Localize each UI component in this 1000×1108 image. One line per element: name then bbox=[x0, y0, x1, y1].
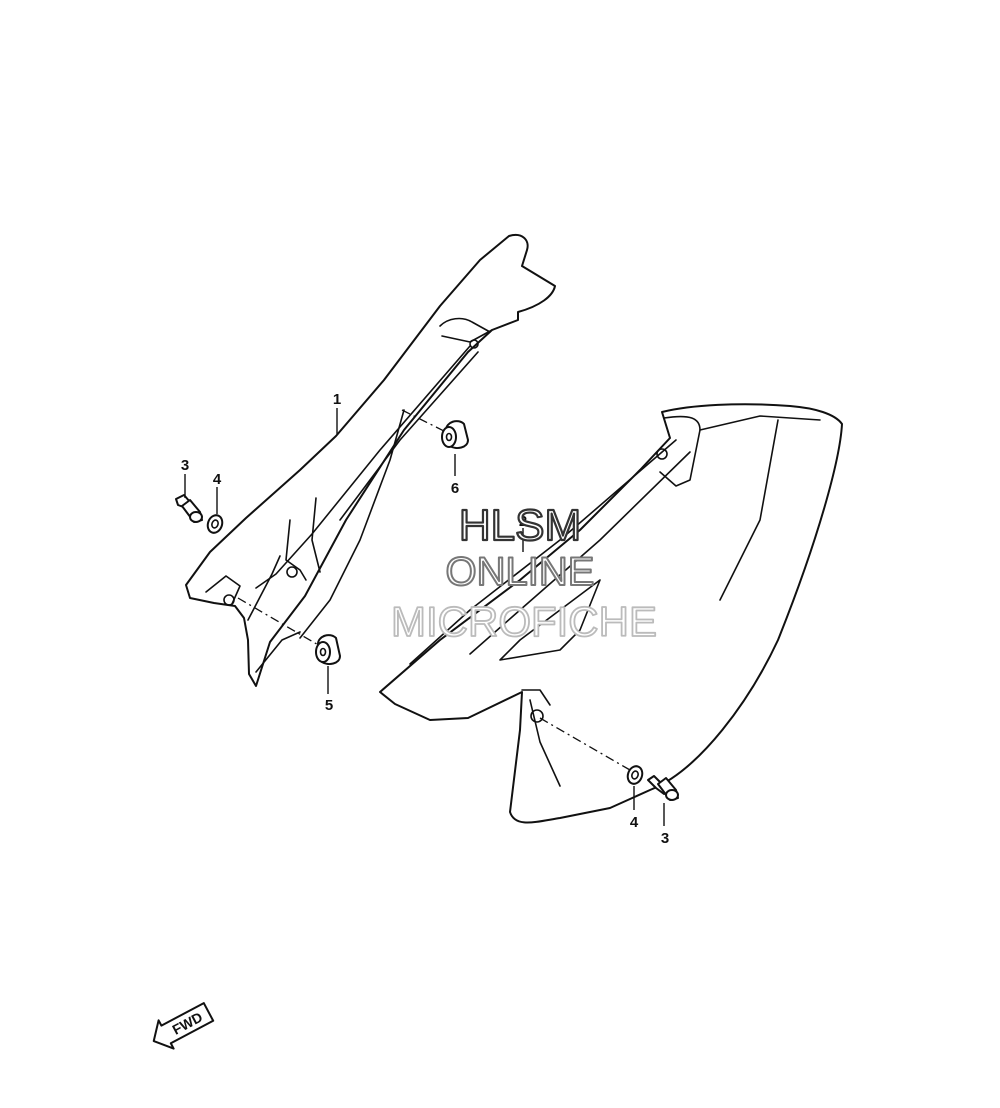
fwd-arrow: FWD bbox=[152, 1002, 215, 1050]
bolt-right-part-3[interactable] bbox=[647, 775, 679, 801]
frame-cover-right-part-2[interactable] bbox=[379, 403, 843, 824]
callout-2: 2 bbox=[519, 513, 527, 530]
callout-4-left: 4 bbox=[213, 471, 222, 488]
frame-cover-left-part-1[interactable] bbox=[185, 234, 556, 687]
watermark-line-1: HLSM bbox=[459, 501, 581, 550]
bolt-left-part-3[interactable] bbox=[175, 494, 203, 523]
callout-6: 6 bbox=[451, 480, 459, 497]
fwd-arrow-icon bbox=[152, 1002, 215, 1050]
watermark: HLSM ONLINE MICROFICHE bbox=[390, 500, 658, 646]
grommet-part-6[interactable] bbox=[441, 420, 469, 449]
washer-left-part-4[interactable] bbox=[205, 513, 224, 535]
callout-5: 5 bbox=[325, 697, 333, 714]
leader-lines bbox=[184, 408, 665, 826]
watermark-line-2: ONLINE bbox=[446, 550, 595, 594]
callout-1: 1 bbox=[333, 391, 341, 408]
callout-3-left: 3 bbox=[181, 457, 189, 474]
callout-4-right: 4 bbox=[630, 814, 639, 831]
watermark-line-3: MICROFICHE bbox=[391, 598, 657, 645]
assembly-lines bbox=[237, 409, 631, 771]
callout-3-right: 3 bbox=[661, 830, 669, 847]
washer-right-part-4[interactable] bbox=[625, 764, 644, 786]
grommet-part-5[interactable] bbox=[315, 634, 341, 665]
